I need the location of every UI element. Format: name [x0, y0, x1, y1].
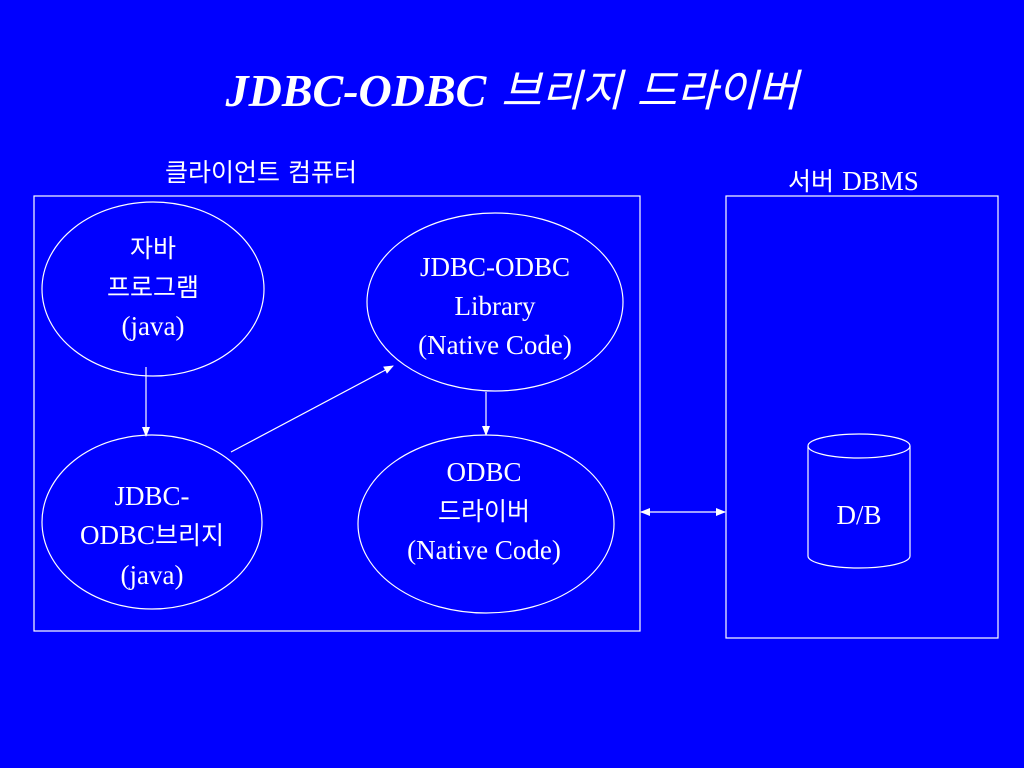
- server-label-en: DBMS: [842, 166, 919, 196]
- database-cylinder: [807, 433, 911, 569]
- bridge-line2-en: ODBC: [79, 520, 155, 550]
- client-computer-label: 클라이언트 컴퓨터: [165, 158, 357, 188]
- odbc-driver-text: ODBC 드라이버 (Native Code): [374, 453, 594, 570]
- library-line2: Library: [454, 291, 536, 321]
- java-program-line3: (java): [121, 311, 185, 341]
- client-computer-label-text: 클라이언트 컴퓨터: [165, 158, 357, 187]
- bridge-line2-ko: 브리지: [155, 521, 225, 550]
- bridge-line2: ODBC브리지: [47, 516, 257, 556]
- odbc-line3: (Native Code): [407, 535, 561, 565]
- java-program-text: 자바 프로그램 (java): [73, 229, 233, 346]
- server-dbms-box: [725, 195, 999, 639]
- jdbc-odbc-bridge-text: JDBC- ODBC브리지 (java): [47, 477, 257, 595]
- java-program-node: [41, 201, 265, 377]
- database-text: D/B: [809, 496, 909, 535]
- arrow-bridge-to-library: [230, 365, 394, 453]
- library-line1: JDBC-ODBC: [419, 252, 571, 282]
- slide-title: JDBC-ODBC 브리지 드라이버: [0, 62, 1024, 120]
- client-computer-box: [33, 195, 641, 632]
- odbc-line2: 드라이버: [437, 497, 530, 526]
- java-program-line1: 자바: [129, 234, 176, 263]
- title-latin: JDBC-ODBC: [225, 65, 487, 116]
- bridge-line1: JDBC-: [114, 481, 190, 511]
- server-label-ko: 서버: [788, 167, 835, 196]
- server-dbms-label: 서버 DBMS: [788, 166, 919, 197]
- jdbc-odbc-library-node: [366, 212, 624, 392]
- bridge-line3: (java): [120, 560, 184, 590]
- odbc-line1: ODBC: [446, 457, 522, 487]
- library-line3: (Native Code): [418, 330, 572, 360]
- jdbc-odbc-library-text: JDBC-ODBC Library (Native Code): [385, 248, 605, 365]
- java-program-line2: 프로그램: [106, 273, 199, 302]
- jdbc-odbc-bridge-node: [41, 434, 263, 610]
- database-label: D/B: [836, 500, 882, 530]
- title-hangul: 브리지 드라이버: [500, 66, 799, 117]
